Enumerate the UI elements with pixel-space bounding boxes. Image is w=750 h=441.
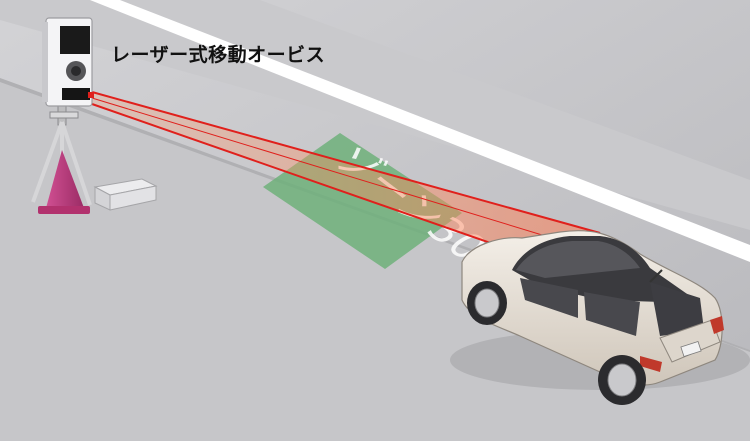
device-title: レーザー式移動オービス [111, 44, 326, 66]
car-icon [450, 230, 750, 405]
rear-wheel [598, 355, 646, 405]
traffic-cone-icon [38, 150, 90, 214]
laser-speed-camera-icon [42, 17, 94, 107]
front-wheel [467, 281, 507, 325]
laser-beam [91, 91, 601, 263]
lane-line [90, 0, 750, 262]
equipment-case-icon [93, 178, 158, 211]
